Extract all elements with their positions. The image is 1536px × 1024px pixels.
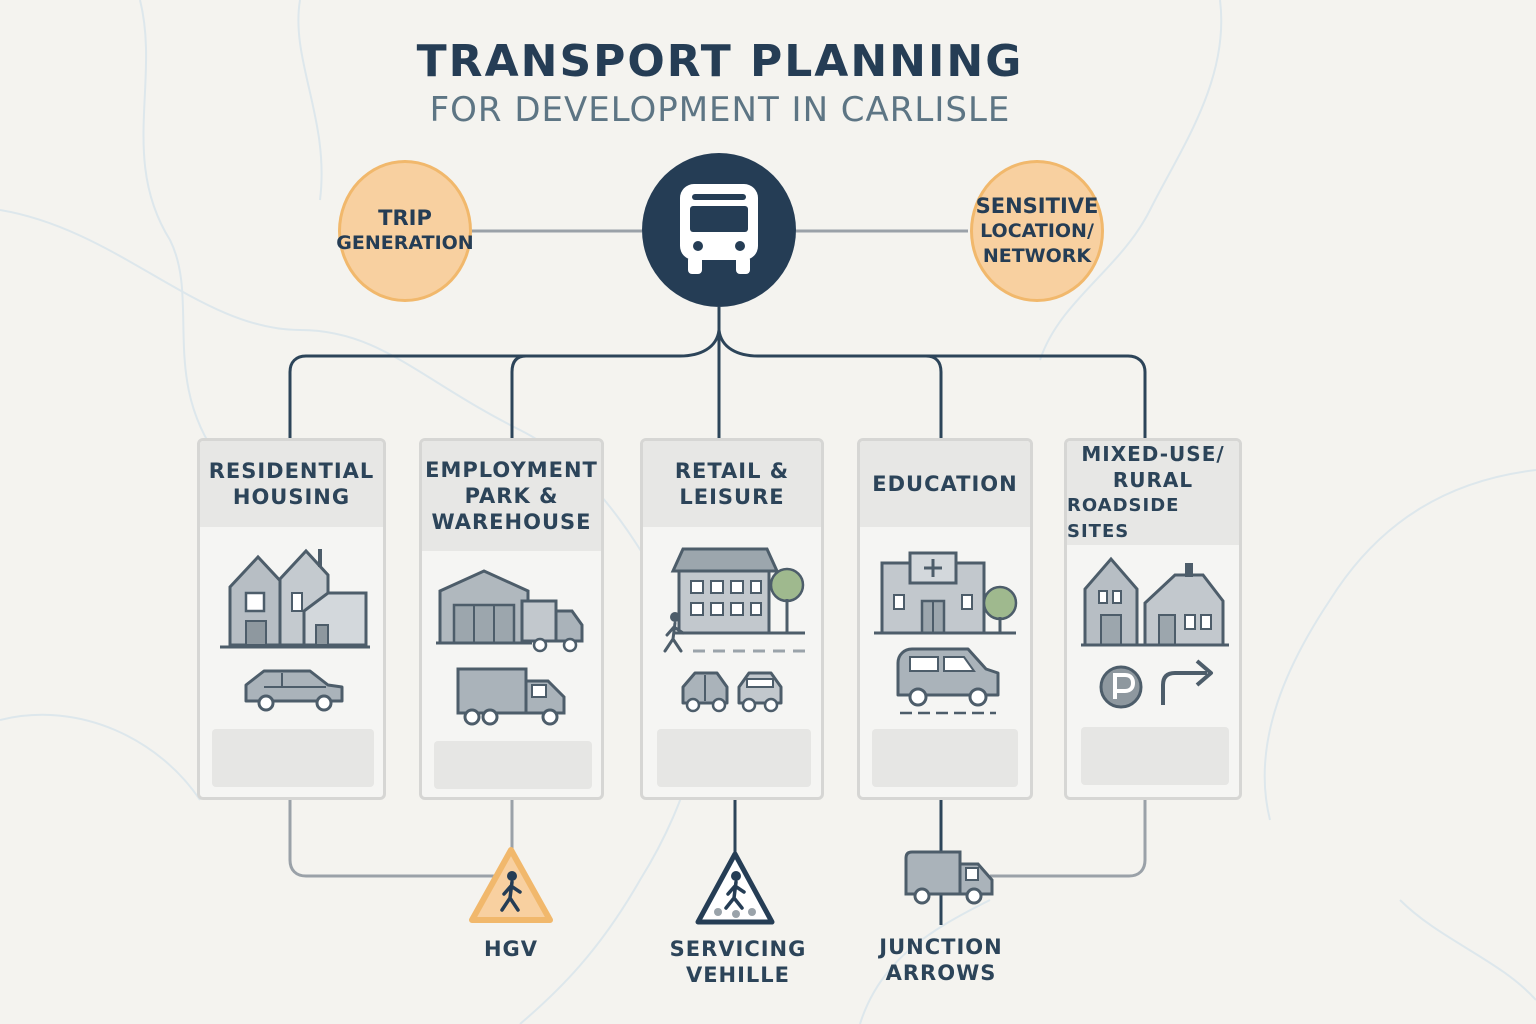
topic-sensitive-location: SENSITIVE LOCATION/ NETWORK	[970, 160, 1104, 302]
sign-label-line: HGV	[483, 937, 539, 961]
pedestrian-warning-sign-icon	[469, 847, 553, 923]
lorry-icon	[456, 667, 566, 726]
category-title-line: ROADSIDE SITES	[1067, 495, 1180, 542]
category-title-line: RURAL	[1112, 468, 1194, 492]
school-building-icon	[874, 551, 1018, 635]
category-card-residential: RESIDENTIAL HOUSING	[197, 438, 386, 800]
turn-arrow-icon	[1161, 659, 1213, 705]
category-title-line: WAREHOUSE	[431, 510, 592, 534]
category-title-line: LEISURE	[679, 485, 785, 509]
sign-connectors	[288, 800, 1147, 878]
category-title-line: PARK &	[464, 484, 559, 508]
category-title: EDUCATION	[860, 441, 1030, 527]
category-title: RETAIL & LEISURE	[643, 441, 821, 527]
category-card-education: EDUCATION	[857, 438, 1033, 800]
card-placeholder	[657, 729, 811, 787]
topic-line: GENERATION	[336, 232, 474, 254]
tree-connectors	[288, 307, 1147, 438]
sign-label-line: ARROWS	[885, 961, 997, 985]
page-subtitle: FOR DEVELOPMENT IN CARLISLE	[429, 90, 1011, 130]
rural-houses-icon	[1081, 556, 1229, 647]
houses-icon	[220, 548, 370, 649]
category-card-retail: RETAIL & LEISURE	[640, 438, 824, 800]
topic-line: TRIP	[378, 206, 432, 230]
page-title: TRANSPORT PLANNING	[416, 36, 1024, 87]
topic-line: LOCATION/	[980, 219, 1094, 242]
parking-icon	[1099, 665, 1143, 709]
topic-trip-generation: TRIP GENERATION	[336, 160, 474, 302]
card-art	[436, 569, 584, 726]
topic-line: SENSITIVE	[975, 193, 1099, 218]
category-title-line: EDUCATION	[872, 472, 1018, 496]
category-title-line: EMPLOYMENT	[425, 458, 598, 482]
pedestrian-icon	[663, 612, 685, 653]
sign-label: HGV	[453, 936, 569, 962]
van-icon	[896, 647, 1000, 715]
shop-building-icon	[670, 547, 805, 635]
category-card-mixed-use: MIXED-USE/ RURAL ROADSIDE SITES	[1064, 438, 1242, 800]
category-card-employment: EMPLOYMENT PARK & WAREHOUSE	[419, 438, 604, 800]
category-title: MIXED-USE/ RURAL ROADSIDE SITES	[1067, 441, 1239, 545]
transport-hub	[642, 153, 796, 307]
category-title: EMPLOYMENT PARK & WAREHOUSE	[422, 441, 601, 551]
card-placeholder	[434, 741, 592, 789]
card-art	[874, 551, 1018, 715]
car-icon	[244, 669, 344, 712]
crossing-warning-sign-icon	[695, 851, 775, 925]
sign-label-line: JUNCTION	[879, 935, 1003, 959]
warehouse-icon	[436, 569, 584, 653]
cars-icon	[681, 671, 783, 713]
card-placeholder	[212, 729, 374, 787]
delivery-van-icon	[904, 850, 994, 905]
sign-label: JUNCTION ARROWS	[862, 934, 1020, 986]
sign-label: SERVICING VEHILLE	[660, 936, 816, 988]
card-art	[663, 547, 805, 713]
category-title-line: HOUSING	[232, 485, 351, 509]
card-art	[1081, 556, 1229, 709]
category-title-line: RETAIL &	[674, 459, 790, 483]
card-placeholder	[872, 729, 1018, 787]
topic-line: NETWORK	[982, 244, 1092, 267]
sign-label-line: SERVICING	[669, 937, 807, 961]
card-placeholder	[1081, 727, 1229, 785]
category-title-line: MIXED-USE/	[1081, 442, 1225, 466]
card-art	[220, 548, 370, 712]
bus-icon	[680, 184, 758, 274]
category-title: RESIDENTIAL HOUSING	[200, 441, 383, 527]
category-title-line: RESIDENTIAL	[208, 459, 375, 483]
sign-label-line: VEHILLE	[685, 963, 791, 987]
